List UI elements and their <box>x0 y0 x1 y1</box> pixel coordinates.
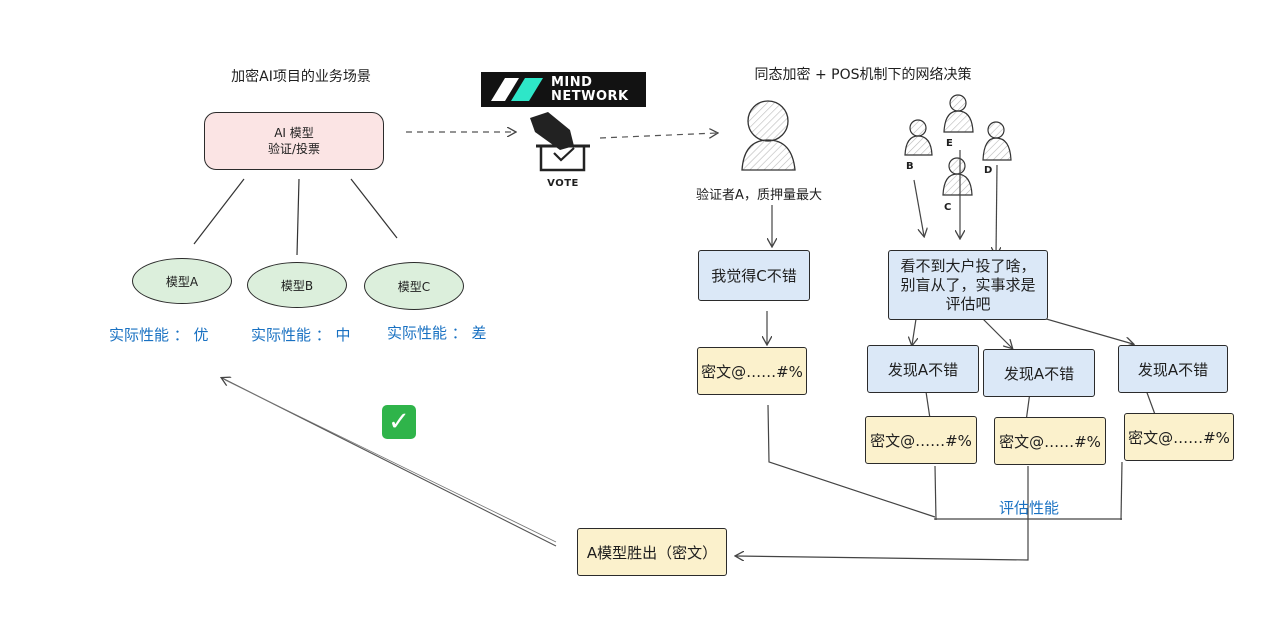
cipher-text-2: 密文@……#% <box>999 432 1101 451</box>
found-box-3: 发现A不错 <box>1118 345 1228 393</box>
validator-a-opinion-text: 我觉得C不错 <box>711 267 797 285</box>
dashed-arrow-right <box>599 133 717 139</box>
ai-model-root-box: AI 模型 验证/投票 <box>204 112 384 170</box>
arrow-result-to-left <box>222 378 557 547</box>
cipher-box-3: 密文@……#% <box>1124 413 1234 461</box>
cipher-box-1: 密文@……#% <box>865 416 977 464</box>
cipher-box-2: 密文@……#% <box>994 417 1106 465</box>
validator-a-person-icon <box>741 100 796 171</box>
vote-label: VOTE <box>547 178 579 189</box>
validator-b-letter: B <box>906 161 914 172</box>
thought-line2: 别盲从了，实事求是 <box>900 275 1036 294</box>
model-c-performance: 实际性能 ： 差 <box>387 324 487 342</box>
validator-e-person-icon <box>943 94 974 133</box>
found-text-3: 发现A不错 <box>1137 360 1209 379</box>
found-text-2: 发现A不错 <box>1003 364 1075 383</box>
arrow-d-to-thought <box>996 164 997 255</box>
evaluate-performance-label: 评估性能 <box>999 499 1060 517</box>
cipher-box-a: 密文@……#% <box>697 347 807 395</box>
tree-line-a <box>193 178 245 245</box>
evaluate-bracket <box>767 404 1123 521</box>
model-a-label: 模型A <box>165 274 199 289</box>
independent-thought-box: 看不到大户投了啥， 别盲从了，实事求是 评估吧 <box>888 250 1048 320</box>
model-c-label: 模型C <box>397 279 431 294</box>
logo-line1: MIND <box>551 74 593 90</box>
arrow-to-result <box>736 520 1029 560</box>
validator-d-letter: D <box>984 165 993 176</box>
validator-c-letter: C <box>944 202 952 213</box>
found-text-1: 发现A不错 <box>887 360 959 379</box>
model-b-performance: 实际性能 ： 中 <box>251 326 351 344</box>
validator-a-caption: 验证者A，质押量最大 <box>696 188 822 203</box>
model-b-label: 模型B <box>280 278 314 293</box>
arrow-b-to-thought <box>913 179 924 236</box>
right-section-title: 同态加密 + POS机制下的网络决策 <box>754 67 972 83</box>
vote-icon <box>530 112 590 172</box>
cipher-text-3: 密文@……#% <box>1128 428 1230 447</box>
result-box: A模型胜出（密文） <box>577 528 727 576</box>
left-section-title: 加密AI项目的业务场景 <box>231 69 371 85</box>
logo-line2: NETWORK <box>551 88 629 104</box>
model-a-node: 模型A <box>132 258 232 304</box>
check-mark-icon: ✓ <box>382 405 416 439</box>
mind-network-logo: MIND NETWORK <box>481 72 646 107</box>
ai-model-root-line2: 验证/投票 <box>267 142 321 156</box>
found-box-1: 发现A不错 <box>867 345 979 393</box>
validator-d-person-icon <box>982 121 1012 161</box>
validator-e-letter: E <box>946 138 953 149</box>
ai-model-root-line1: AI 模型 <box>274 126 314 140</box>
result-text: A模型胜出（密文） <box>586 543 718 562</box>
thought-line1: 看不到大户投了啥， <box>900 256 1036 275</box>
mind-network-logo-mark <box>491 78 543 101</box>
found-box-2: 发现A不错 <box>983 349 1095 397</box>
model-c-node: 模型C <box>364 262 464 310</box>
model-b-node: 模型B <box>247 262 347 308</box>
validator-b-person-icon <box>904 119 933 156</box>
cipher-text-1: 密文@……#% <box>870 431 972 450</box>
validator-c-person-icon <box>942 157 973 196</box>
thought-line3: 评估吧 <box>945 294 991 313</box>
validator-a-opinion-box: 我觉得C不错 <box>698 250 810 301</box>
tree-line-b <box>296 178 300 256</box>
cipher-text-a: 密文@……#% <box>701 362 803 381</box>
model-a-performance: 实际性能 ： 优 <box>109 326 209 344</box>
tree-line-c <box>350 178 398 239</box>
